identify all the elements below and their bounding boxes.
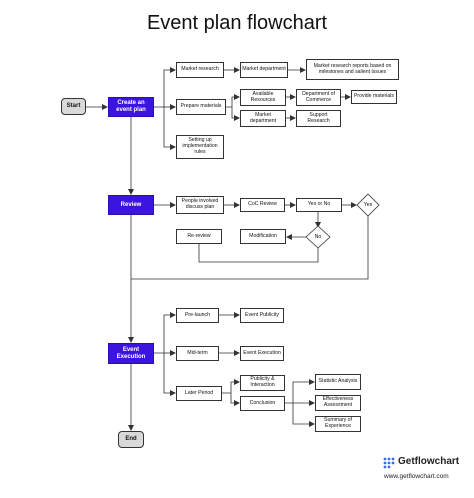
getflowchart-logo-icon bbox=[383, 457, 395, 469]
coc-review-node: CoC Review bbox=[240, 198, 285, 212]
provide-materials-node: Provide materials bbox=[351, 90, 397, 104]
page-title: Event plan flowchart bbox=[146, 12, 328, 34]
create-plan-node: Create an event plan bbox=[108, 97, 154, 117]
review-node: Review bbox=[108, 195, 154, 215]
publicity-interaction-node: Publicity & Interaction bbox=[240, 375, 285, 391]
market-department-node: Market department bbox=[240, 62, 288, 78]
mid-term-node: Mid-term bbox=[176, 346, 219, 361]
statistic-analysis-node: Statistic Analysis bbox=[315, 374, 361, 390]
start-node: Start bbox=[61, 98, 86, 115]
setting-rules-node: Setting up implementation rules bbox=[176, 135, 224, 159]
event-execution-node: Event Execution bbox=[108, 343, 154, 364]
later-period-node: Later Period bbox=[176, 386, 222, 401]
event-execution-2-node: Event Execution bbox=[240, 346, 284, 361]
market-department-2-node: Market department bbox=[240, 110, 286, 127]
dept-commerce-node: Department of Commerce bbox=[296, 89, 341, 106]
available-resources-node: Available Resources bbox=[240, 89, 286, 106]
yes-or-no-node: Yes or No bbox=[296, 198, 342, 212]
support-research-node: Support Research bbox=[296, 110, 341, 127]
re-review-node: Re-review bbox=[176, 229, 222, 244]
prepare-materials-node: Prepare materials bbox=[176, 99, 226, 115]
logo-name: Getflowchart bbox=[398, 456, 460, 467]
people-involved-node: People involved discuss plan bbox=[176, 196, 224, 214]
modification-node: Modification bbox=[240, 229, 286, 244]
market-research-node: Market research bbox=[176, 62, 224, 78]
no-decision-label: No bbox=[314, 234, 322, 240]
event-publicity-node: Event Publicity bbox=[240, 308, 284, 323]
logo-url: www.getflowchart.com bbox=[384, 473, 449, 480]
summary-experience-node: Summary of Experience bbox=[315, 416, 361, 432]
yes-decision-label: Yes bbox=[363, 202, 373, 208]
end-node: End bbox=[118, 431, 144, 448]
effectiveness-assessment-node: Effectiveness Assessment bbox=[315, 395, 361, 411]
getflowchart-logo: Getflowchart www.getflowchart.com bbox=[382, 454, 468, 484]
conclusion-node: Conclusion bbox=[240, 396, 285, 411]
market-reports-node: Market research reports based on milesto… bbox=[306, 59, 399, 80]
pre-launch-node: Pre-launch bbox=[176, 308, 219, 323]
